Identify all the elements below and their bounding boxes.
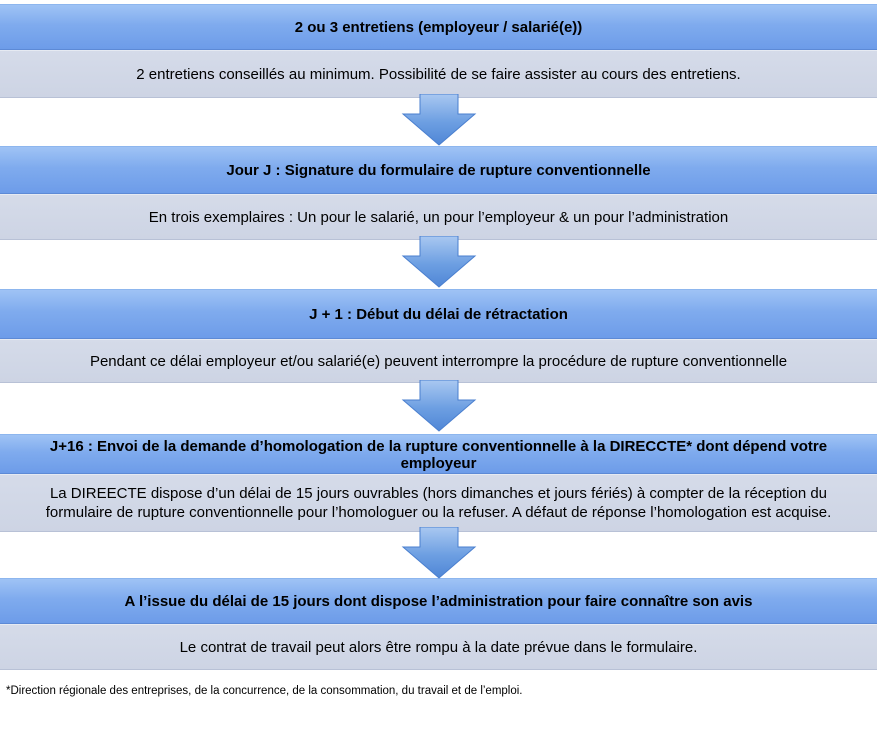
step-1-title: 2 ou 3 entretiens (employeur / salarié(e…: [0, 4, 877, 50]
step-4-title: J+16 : Envoi de la demande d’homologatio…: [0, 434, 877, 474]
step-3-description: Pendant ce délai employeur et/ou salarié…: [0, 339, 877, 383]
step-1-description: 2 entretiens conseillés au minimum. Poss…: [0, 50, 877, 98]
step-2-description: En trois exemplaires : Un pour le salari…: [0, 194, 877, 240]
footnote: *Direction régionale des entreprises, de…: [6, 685, 523, 697]
down-arrow-icon: [401, 527, 477, 579]
step-2-title: Jour J : Signature du formulaire de rupt…: [0, 146, 877, 194]
step-5-description: Le contrat de travail peut alors être ro…: [0, 624, 877, 670]
down-arrow-icon: [401, 236, 477, 288]
step-5-title: A l’issue du délai de 15 jours dont disp…: [0, 578, 877, 624]
down-arrow-icon: [401, 94, 477, 146]
step-3-title: J + 1 : Début du délai de rétractation: [0, 289, 877, 339]
down-arrow-icon: [401, 380, 477, 432]
step-4-description: La DIREECTE dispose d’un délai de 15 jou…: [0, 474, 877, 532]
